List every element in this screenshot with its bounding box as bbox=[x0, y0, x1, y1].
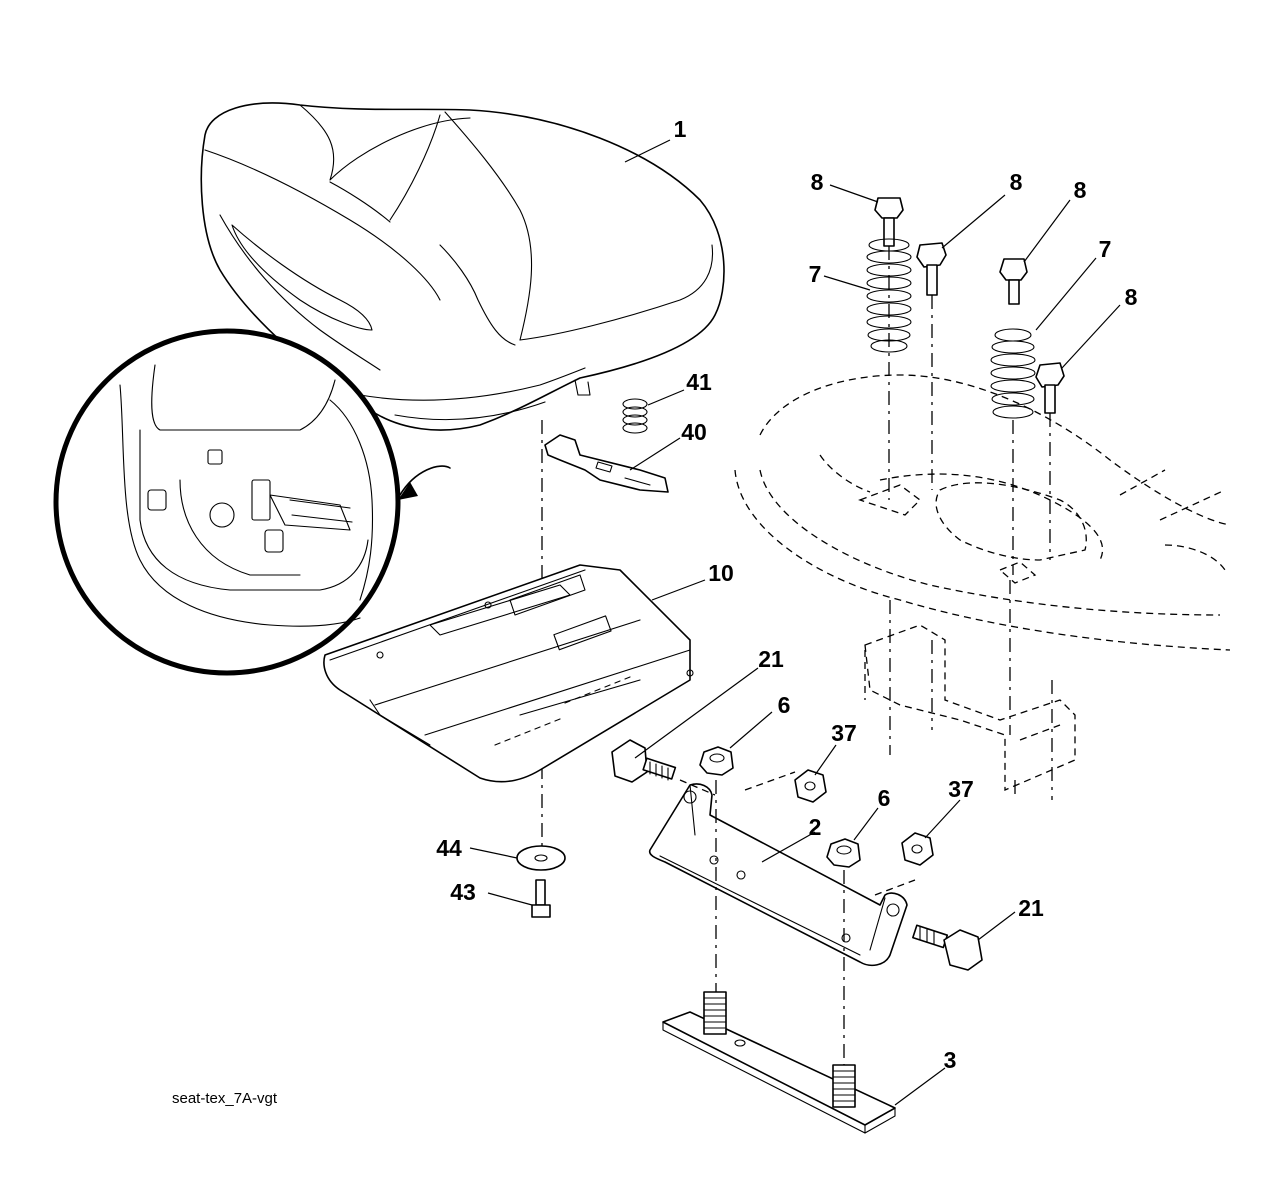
nut-part-6-b bbox=[826, 838, 861, 868]
callout-2: 2 bbox=[809, 814, 822, 840]
callout-8-a: 8 bbox=[811, 169, 824, 195]
bolt-part-8-a bbox=[874, 197, 904, 247]
callout-6-a: 6 bbox=[778, 692, 791, 718]
bolt-part-8-c bbox=[999, 258, 1028, 305]
spring-part-7-b bbox=[990, 328, 1036, 419]
bolt-part-43 bbox=[531, 879, 551, 918]
diagram-file-caption: seat-tex_7A-vgt bbox=[172, 1090, 278, 1107]
nut-part-37-b bbox=[901, 832, 934, 866]
nut-part-37-a bbox=[794, 769, 827, 803]
callout-10: 10 bbox=[708, 560, 734, 586]
callout-41: 41 bbox=[686, 369, 712, 395]
callout-6-b: 6 bbox=[878, 785, 891, 811]
washer-part-44 bbox=[516, 845, 566, 871]
stud-right bbox=[832, 1064, 856, 1108]
bolt-part-21-a bbox=[611, 739, 677, 783]
callout-21-a: 21 bbox=[758, 646, 784, 672]
spring-part-41 bbox=[622, 398, 648, 434]
callout-3: 3 bbox=[944, 1047, 957, 1073]
callout-21-b: 21 bbox=[1018, 895, 1044, 921]
seat-pan-adjust-slots bbox=[494, 676, 631, 746]
callout-8-d: 8 bbox=[1125, 284, 1138, 310]
callout-1: 1 bbox=[674, 116, 687, 142]
detail-inset-circle bbox=[53, 328, 451, 676]
plate-part-3 bbox=[662, 991, 896, 1134]
axis-line-bolt-21-a bbox=[679, 779, 716, 796]
seat-part-1 bbox=[200, 102, 725, 431]
callout-7-a: 7 bbox=[809, 261, 822, 287]
leader-lines bbox=[469, 139, 1121, 1106]
bolt-part-8-d bbox=[1035, 362, 1065, 414]
bolt-part-8-b bbox=[916, 242, 947, 296]
stud-left bbox=[703, 991, 727, 1035]
callout-8-b: 8 bbox=[1010, 169, 1023, 195]
callout-7-b: 7 bbox=[1099, 236, 1112, 262]
callout-8-c: 8 bbox=[1074, 177, 1087, 203]
spring-part-7-a bbox=[866, 238, 912, 353]
part-callouts: 1 8 8 8 7 7 8 41 40 10 21 6 37 2 6 37 44… bbox=[436, 116, 1137, 1073]
bracket-part-2 bbox=[648, 783, 908, 967]
bolt-part-21-b bbox=[912, 924, 983, 971]
seat-pan-part-10 bbox=[323, 564, 694, 783]
callout-44: 44 bbox=[436, 835, 462, 861]
callout-37-b: 37 bbox=[948, 776, 974, 802]
axis-line-nut-37-a bbox=[744, 771, 796, 791]
callout-40: 40 bbox=[681, 419, 707, 445]
clip-part-40 bbox=[544, 434, 669, 493]
mower-deck-outline bbox=[734, 374, 1231, 800]
nut-part-6-a bbox=[699, 746, 734, 776]
callout-37-a: 37 bbox=[831, 720, 857, 746]
callout-43: 43 bbox=[450, 879, 476, 905]
